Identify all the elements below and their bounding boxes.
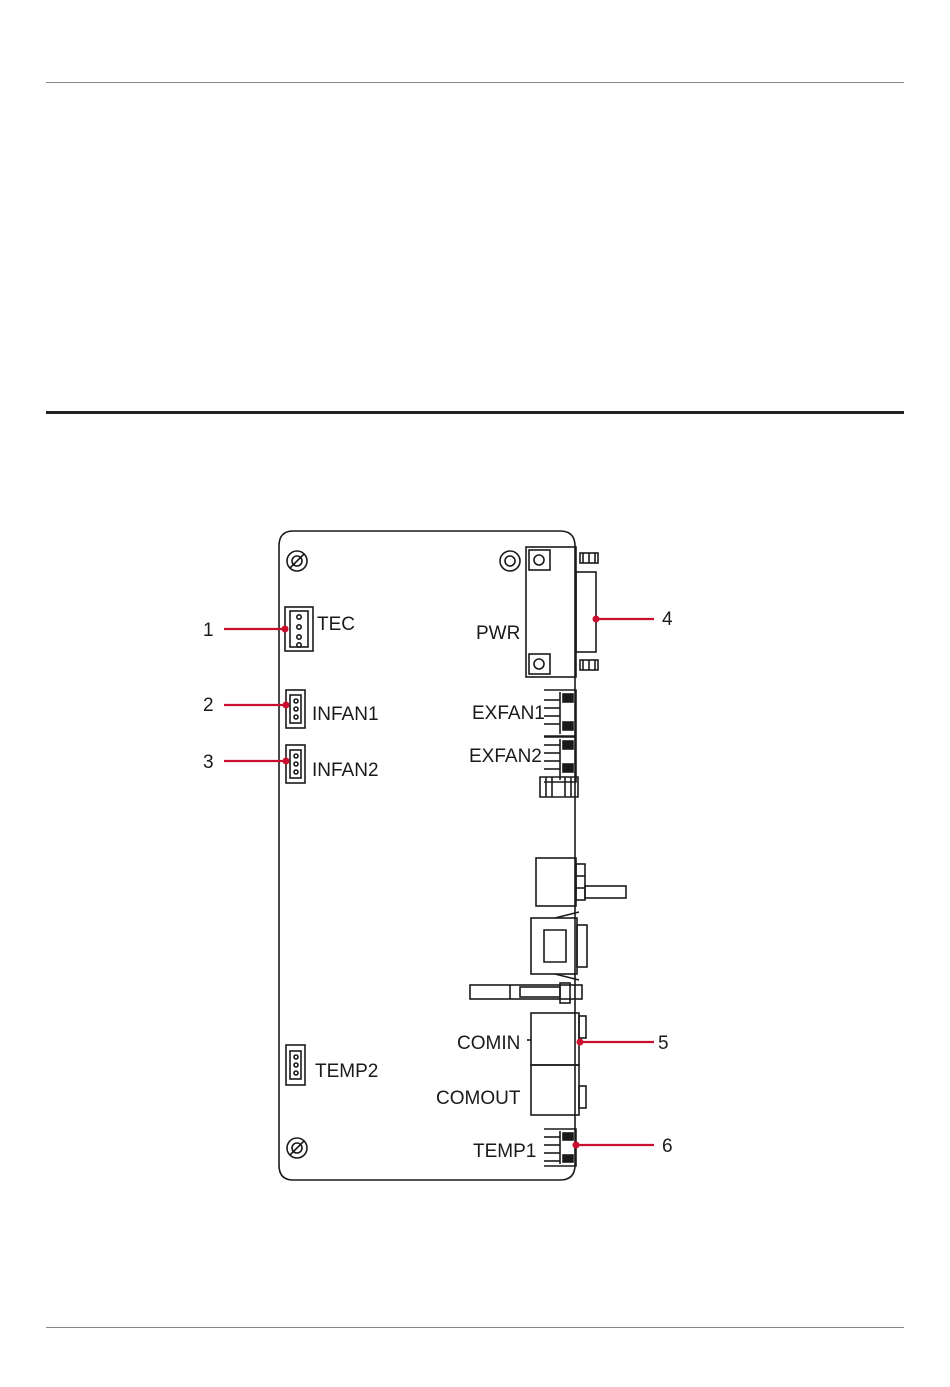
exfan2-connector xyxy=(540,737,578,797)
label-temp1: TEMP1 xyxy=(473,1141,536,1162)
exfan1-connector xyxy=(544,690,576,736)
mounting-hole-bottom-left xyxy=(287,1138,307,1158)
rj45-jack xyxy=(531,912,587,980)
label-temp2: TEMP2 xyxy=(315,1061,378,1082)
label-exfan1: EXFAN1 xyxy=(472,703,545,724)
callout-number-4: 4 xyxy=(662,609,673,630)
lever-component xyxy=(470,983,582,1003)
label-pwr: PWR xyxy=(476,623,520,644)
callout-number-3: 3 xyxy=(203,752,214,773)
comout-connector xyxy=(531,1065,586,1115)
pwr-connector xyxy=(526,547,598,677)
callout-number-5: 5 xyxy=(658,1033,669,1054)
comin-connector xyxy=(527,1013,586,1065)
label-infan1: INFAN1 xyxy=(312,704,379,725)
callout-number-1: 1 xyxy=(203,620,214,641)
callout-number-2: 2 xyxy=(203,695,214,716)
label-comin: COMIN xyxy=(457,1033,520,1054)
label-comout: COMOUT xyxy=(436,1088,521,1109)
label-tec: TEC xyxy=(317,614,355,635)
switch-component xyxy=(536,858,626,906)
temp1-connector xyxy=(544,1129,576,1166)
infan1-connector xyxy=(286,690,305,728)
tec-connector xyxy=(285,607,313,651)
infan2-connector xyxy=(286,745,305,783)
mounting-hole-top-right xyxy=(500,551,520,571)
callout-number-6: 6 xyxy=(662,1136,673,1157)
label-exfan2: EXFAN2 xyxy=(469,746,542,767)
temp2-connector xyxy=(286,1045,305,1085)
mounting-hole-top-left xyxy=(287,551,307,571)
label-infan2: INFAN2 xyxy=(312,760,379,781)
